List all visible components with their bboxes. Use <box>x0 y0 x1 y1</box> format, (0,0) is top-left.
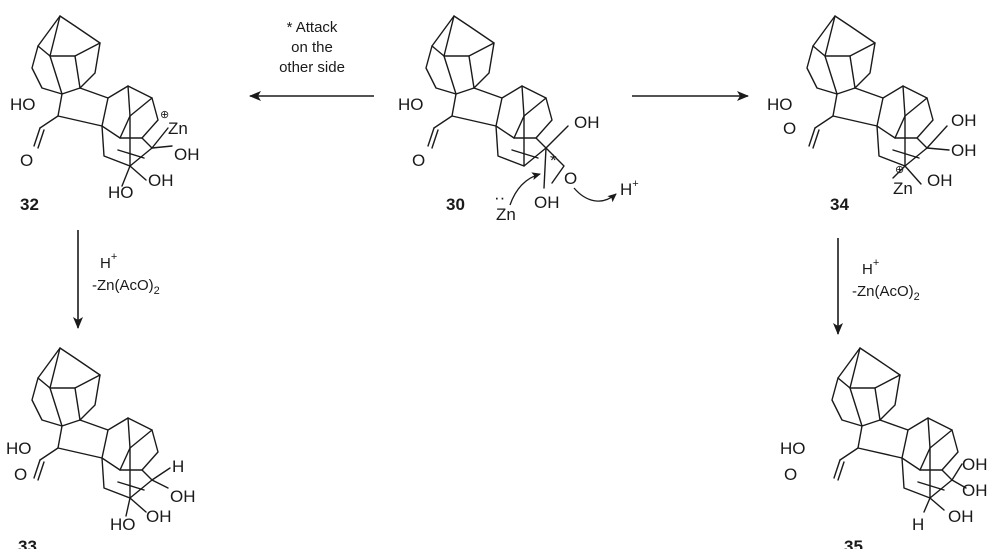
hydroxyl-label: HO <box>110 515 136 534</box>
curly-arrow-zinc-attack <box>509 172 541 206</box>
hydroxyl-label: HO <box>780 439 806 458</box>
zinc-label: Zn <box>893 179 913 198</box>
compound-35: HO O OH OH OH H 35 <box>780 347 988 549</box>
compound-label-35: 35 <box>844 537 863 549</box>
epoxide-oxygen-label: O <box>564 169 577 188</box>
hydroxyl-label: OH <box>962 455 988 474</box>
proton-reagent: H+ <box>862 257 879 278</box>
hydroxyl-label: OH <box>174 145 200 164</box>
zinc-label: Zn <box>496 205 516 224</box>
compound-32: HO O Zn ⊕ OH OH HO 32 <box>10 15 200 214</box>
hydroxyl-label: OH <box>146 507 172 526</box>
zinc-label: Zn <box>168 119 188 138</box>
hydroxyl-label: OH <box>948 507 974 526</box>
attack-note-line-2: on the <box>291 39 333 56</box>
zinc-acetate-reagent: -Zn(AcO)2 <box>92 277 160 297</box>
hydroxyl-label: HO <box>767 95 793 114</box>
attack-note-line-3: other side <box>279 59 345 76</box>
hydroxyl-label: HO <box>6 439 32 458</box>
compound-33: HO O H OH OH HO 33 <box>6 347 196 549</box>
arrow-32-to-33: H+ -Zn(AcO)2 <box>73 230 160 329</box>
compound-label-33: 33 <box>18 537 37 549</box>
hydrogen-label: H <box>912 515 924 534</box>
ketone-oxygen-label: O <box>20 151 33 170</box>
ketone-oxygen-label: O <box>412 151 425 170</box>
proton-label: H+ <box>620 178 639 199</box>
stereo-star: * <box>550 151 557 170</box>
hydroxyl-label: OH <box>951 111 977 130</box>
hydroxyl-label: OH <box>534 193 560 212</box>
lone-pair: ·· <box>494 188 505 207</box>
compound-34: HO O OH OH OH Zn ⊕ 34 <box>767 15 977 214</box>
compound-label-30: 30 <box>446 195 465 214</box>
hydroxyl-label: OH <box>148 171 174 190</box>
hydroxyl-label: HO <box>108 183 134 202</box>
hydroxyl-label: HO <box>398 95 424 114</box>
proton-reagent: H+ <box>100 251 117 272</box>
positive-charge: ⊕ <box>160 109 169 121</box>
curly-arrow-epoxide-opening <box>573 187 617 203</box>
ketone-oxygen-label: O <box>14 465 27 484</box>
arrow-30-to-32: * Attack on the other side <box>249 19 374 101</box>
ketone-oxygen-label: O <box>783 119 796 138</box>
hydroxyl-label: OH <box>962 481 988 500</box>
hydroxyl-label: OH <box>574 113 600 132</box>
attack-note-line-1: * Attack <box>287 19 338 36</box>
positive-charge: ⊕ <box>895 164 904 176</box>
hydroxyl-label: OH <box>951 141 977 160</box>
arrow-34-to-35: H+ -Zn(AcO)2 <box>833 238 920 335</box>
compound-label-34: 34 <box>830 195 849 214</box>
compound-label-32: 32 <box>20 195 39 214</box>
compound-30: HO O OH O * OH Zn ·· H+ 30 <box>398 15 639 224</box>
hydrogen-label: H <box>172 457 184 476</box>
hydroxyl-label: OH <box>927 171 953 190</box>
zinc-acetate-reagent: -Zn(AcO)2 <box>852 283 920 303</box>
hydroxyl-label: HO <box>10 95 36 114</box>
hydroxyl-label: OH <box>170 487 196 506</box>
ketone-oxygen-label: O <box>784 465 797 484</box>
